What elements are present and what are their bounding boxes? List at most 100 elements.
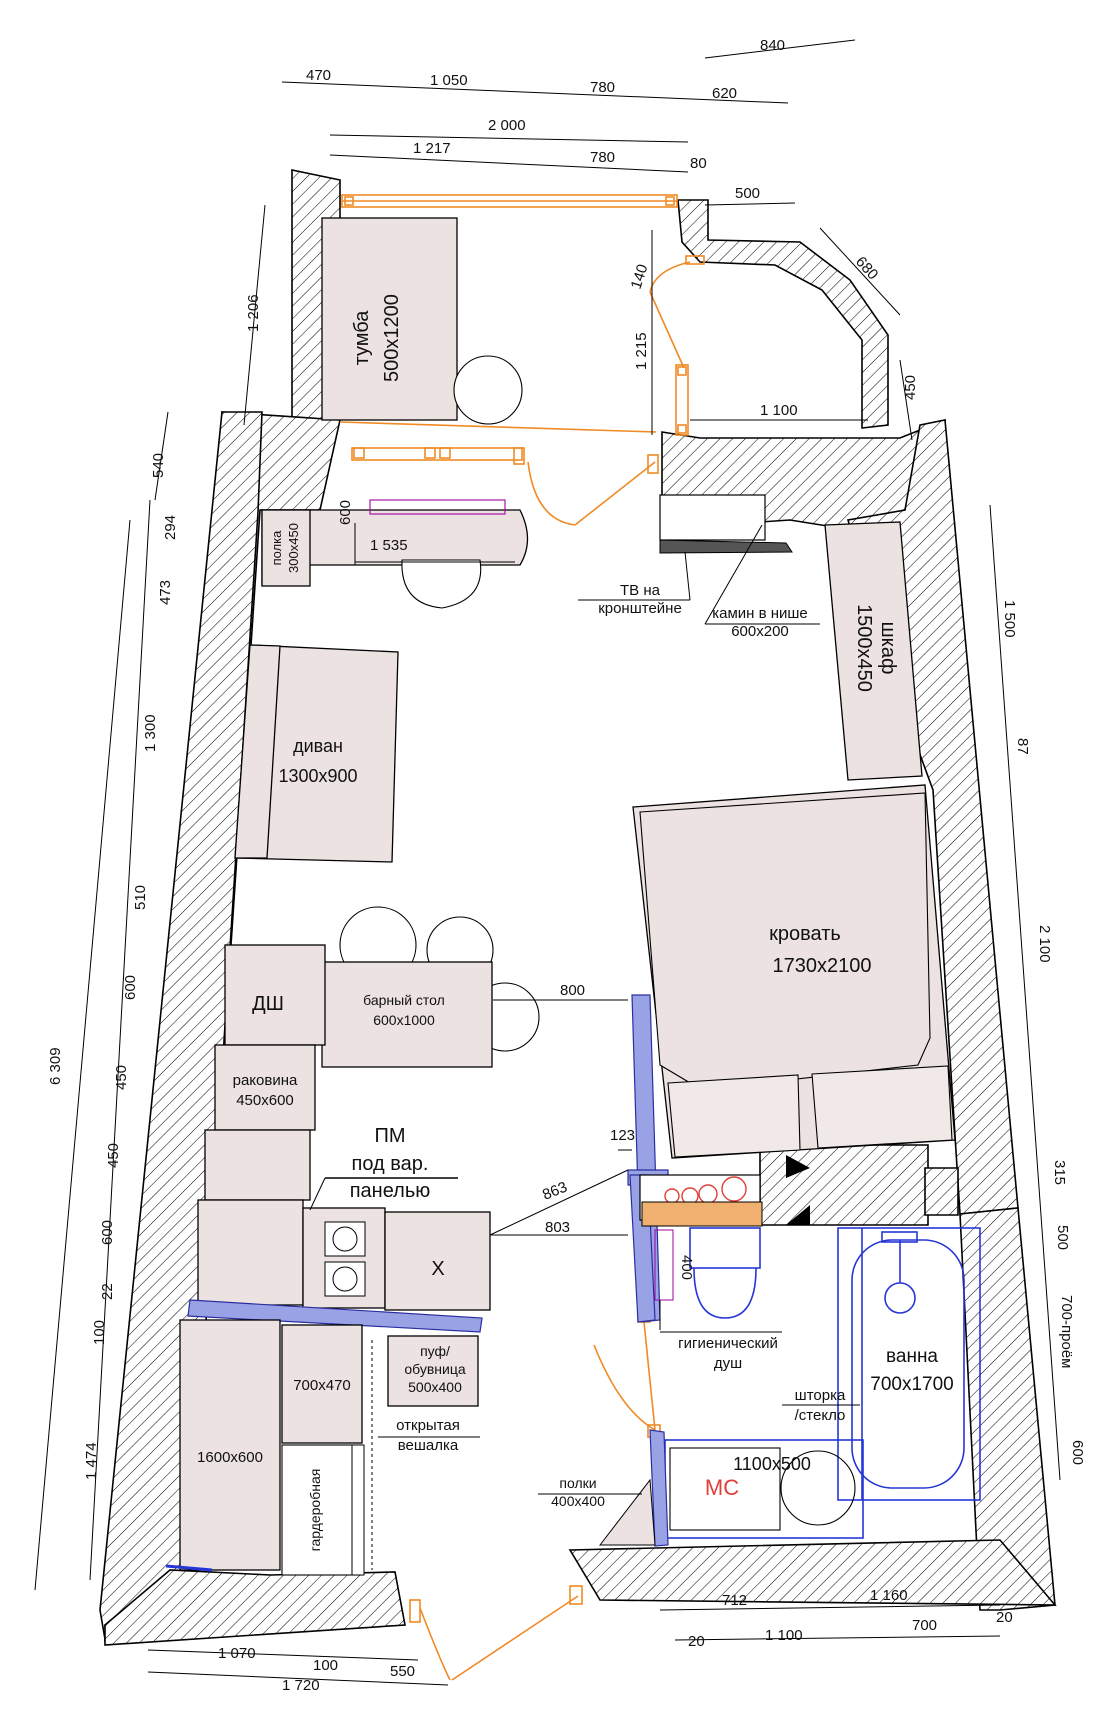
bath-door-leaf xyxy=(643,1321,656,1431)
kitchen-cabinet xyxy=(204,1129,311,1201)
pm-leader xyxy=(309,1177,326,1211)
dim-550: 550 xyxy=(390,1663,415,1680)
dim-1217: 1 217 xyxy=(413,140,451,157)
door-swing-balcony xyxy=(527,461,576,526)
polki-shelf xyxy=(598,1478,656,1546)
dline-bottom-1070 xyxy=(147,1649,419,1661)
window-frame-3 xyxy=(439,447,451,459)
dline-1217 xyxy=(329,154,689,173)
label-shkaf: шкаф xyxy=(877,622,899,675)
divan-back xyxy=(234,644,281,859)
label-pm-3: панелью xyxy=(350,1180,431,1202)
label-vesh: открытая xyxy=(396,1417,460,1434)
vent-arrow-1 xyxy=(786,1155,810,1178)
dim-2100: 2 100 xyxy=(1036,925,1053,963)
garderob-rail xyxy=(351,1444,365,1576)
dim-100-bottom: 100 xyxy=(313,1657,338,1674)
window-frame-1 xyxy=(353,447,365,459)
dim-1050: 1 050 xyxy=(430,72,468,89)
krovat-duvet xyxy=(639,792,931,1091)
dim-803: 803 xyxy=(545,1219,570,1236)
dim-540: 540 xyxy=(150,453,167,478)
label-bar-size: 600x1000 xyxy=(373,1012,435,1028)
dim-840: 840 xyxy=(760,37,785,54)
dim-2000: 2 000 xyxy=(488,117,526,134)
label-mc: МС xyxy=(705,1475,739,1500)
balcony-chair xyxy=(453,355,523,425)
dim-1100-bottom: 1 100 xyxy=(765,1627,803,1644)
kamin-niche xyxy=(659,494,766,541)
desk-monitor xyxy=(369,499,506,515)
garderob xyxy=(281,1444,363,1576)
door-leaf-balcony xyxy=(574,461,656,526)
burner-1 xyxy=(332,1226,358,1252)
dim-87: 87 xyxy=(1014,738,1031,755)
dim-294: 294 xyxy=(162,515,179,540)
label-puf-size: 500x400 xyxy=(408,1379,462,1395)
label-shkaf-size: 1500x450 xyxy=(853,604,875,692)
label-vanna-size: 700x1700 xyxy=(870,1374,953,1395)
dimension-lines xyxy=(34,39,1061,1686)
label-divan: диван xyxy=(293,736,343,756)
bath-door-swing xyxy=(593,1344,656,1431)
puf xyxy=(387,1335,479,1407)
dim-780b: 780 xyxy=(590,149,615,166)
x-cabinet xyxy=(384,1211,491,1311)
bath-bottle-4 xyxy=(721,1176,747,1202)
dim-1215: 1 215 xyxy=(633,332,650,370)
label-shtorka: шторка xyxy=(795,1387,846,1404)
dim-1160: 1 160 xyxy=(870,1587,908,1604)
dim-100-left: 100 xyxy=(91,1320,108,1345)
mc-drum xyxy=(780,1450,856,1526)
window-side-frame-b xyxy=(677,424,687,434)
bathroom xyxy=(598,994,981,1547)
wall-bottom-right xyxy=(568,1539,1057,1606)
dim-20b: 20 xyxy=(996,1609,1013,1626)
label-puf-2: обувница xyxy=(404,1361,466,1377)
label-garderob: гардеробная xyxy=(307,1469,323,1552)
bar-table xyxy=(321,961,493,1068)
tv-leader-2 xyxy=(684,551,691,601)
window-frame-2 xyxy=(424,447,436,459)
label-dsh: ДШ xyxy=(252,993,284,1015)
rakovina xyxy=(214,1044,316,1131)
label-kamin: камин в нише xyxy=(712,605,808,622)
tumba xyxy=(321,217,458,421)
hygienic-shower xyxy=(654,1229,674,1301)
bath-drain xyxy=(884,1282,916,1314)
window-balcony-door xyxy=(351,447,523,461)
label-krovat: кровать xyxy=(769,923,841,945)
dim-700-opening: 700-проём xyxy=(1058,1295,1075,1368)
label-tv-2: кронштейне xyxy=(598,600,682,617)
dline-500 xyxy=(704,202,796,206)
dline-450 xyxy=(899,359,913,441)
dline-right xyxy=(989,504,1061,1481)
polka xyxy=(261,509,311,587)
dim-1474: 1 474 xyxy=(83,1442,100,1480)
label-polka-size: 300x450 xyxy=(286,523,301,573)
dline-left-main xyxy=(89,499,151,1581)
label-krovat-size: 1730x2100 xyxy=(773,955,872,977)
entry-door-swing xyxy=(419,1607,451,1681)
label-x: X xyxy=(431,1258,444,1280)
label-polka: полка xyxy=(269,530,284,566)
krovat-drawer-a xyxy=(667,1074,801,1158)
dim-450-balcony: 450 xyxy=(902,375,919,400)
dim-400: 400 xyxy=(678,1255,695,1280)
door-frame-balcony-2 xyxy=(685,255,705,265)
entry-door-frame-a xyxy=(409,1599,421,1623)
dline-863 xyxy=(489,1169,629,1236)
furniture xyxy=(165,217,956,1576)
entry-door-frame-b xyxy=(569,1585,583,1605)
dim-6309: 6 309 xyxy=(47,1047,64,1085)
label-pm-2: под вар. xyxy=(352,1153,429,1175)
label-kamin-size: 600x200 xyxy=(731,623,789,640)
label-vanna: ванна xyxy=(886,1346,938,1367)
wall-kitchen-block xyxy=(759,1144,929,1226)
dline-left-top xyxy=(154,411,169,501)
label-polki: полки xyxy=(559,1475,596,1491)
door-swing-balcony-2 xyxy=(649,261,691,293)
label-rakovina: раковина xyxy=(233,1072,298,1089)
dim-700-bottom: 700 xyxy=(912,1617,937,1634)
